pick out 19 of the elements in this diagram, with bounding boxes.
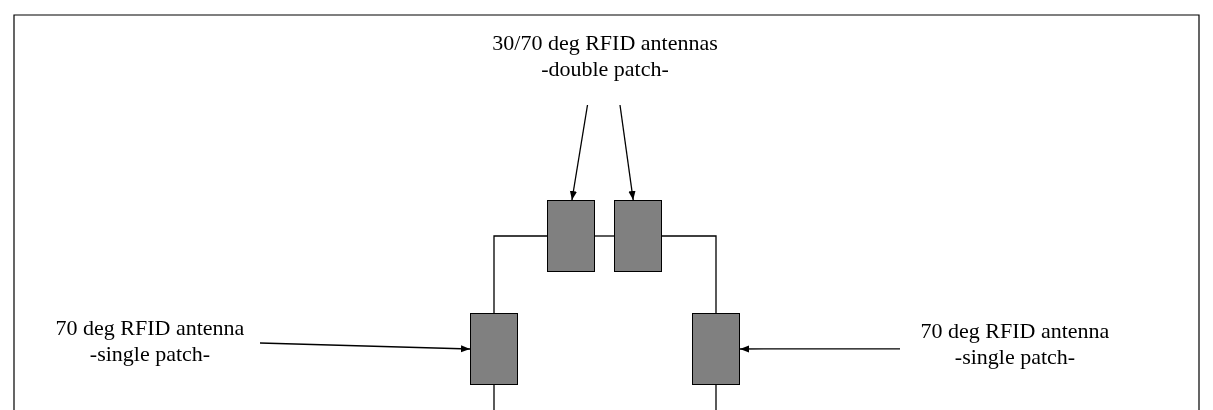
arrow <box>569 104 589 201</box>
antenna-patch <box>547 200 595 272</box>
antenna-label: 70 deg RFID antenna <box>55 315 245 341</box>
arrow <box>619 104 636 201</box>
antenna-label: 30/70 deg RFID antennas <box>492 30 718 56</box>
connector-line <box>493 384 495 410</box>
antenna-label: -single patch- <box>954 344 1076 370</box>
antenna-patch <box>614 200 662 272</box>
connector-line <box>661 235 717 314</box>
antenna-patch <box>470 313 518 385</box>
antenna-label: 70 deg RFID antenna <box>920 318 1110 344</box>
antenna-label: -single patch- <box>89 341 211 367</box>
antenna-patch <box>692 313 740 385</box>
connector-line <box>594 235 615 237</box>
antenna-label: -double patch- <box>541 56 669 82</box>
connector-line <box>715 384 717 410</box>
arrow <box>739 345 901 353</box>
arrow <box>259 342 471 353</box>
connector-line <box>493 235 548 314</box>
